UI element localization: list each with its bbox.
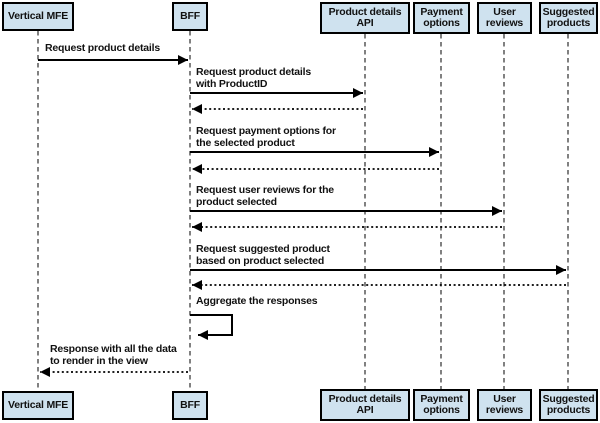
message-label-request-product-details: Request product details — [45, 42, 161, 54]
message-label-request-payment-options: Request payment options for the selected… — [196, 125, 336, 149]
actor-bff-bottom: BFF — [172, 391, 208, 420]
actor-product-details-api-top: Product details API — [320, 2, 410, 34]
actor-vertical-mfe-bottom: Vertical MFE — [2, 391, 74, 420]
message-label-aggregate-responses: Aggregate the responses — [196, 295, 318, 307]
actor-suggested-products-top: Suggested products — [539, 2, 598, 34]
message-label-response-with-data: Response with all the data to render in … — [50, 343, 177, 367]
actor-bff-top: BFF — [172, 2, 208, 31]
message-label-request-suggested-products: Request suggested product based on produ… — [196, 243, 330, 267]
actor-user-reviews-top: User reviews — [477, 2, 532, 34]
self-call-aggregate-responses — [190, 314, 233, 340]
actor-payment-options-bottom: Payment options — [413, 389, 470, 421]
actor-product-details-api-bottom: Product details API — [320, 389, 410, 421]
message-label-request-details-with-productid: Request product details with ProductID — [196, 66, 312, 90]
actor-user-reviews-bottom: User reviews — [477, 389, 532, 421]
actor-vertical-mfe-top: Vertical MFE — [2, 2, 74, 31]
actor-payment-options-top: Payment options — [413, 2, 470, 34]
actor-suggested-products-bottom: Suggested products — [539, 389, 598, 421]
message-label-request-user-reviews: Request user reviews for the product sel… — [196, 184, 334, 208]
